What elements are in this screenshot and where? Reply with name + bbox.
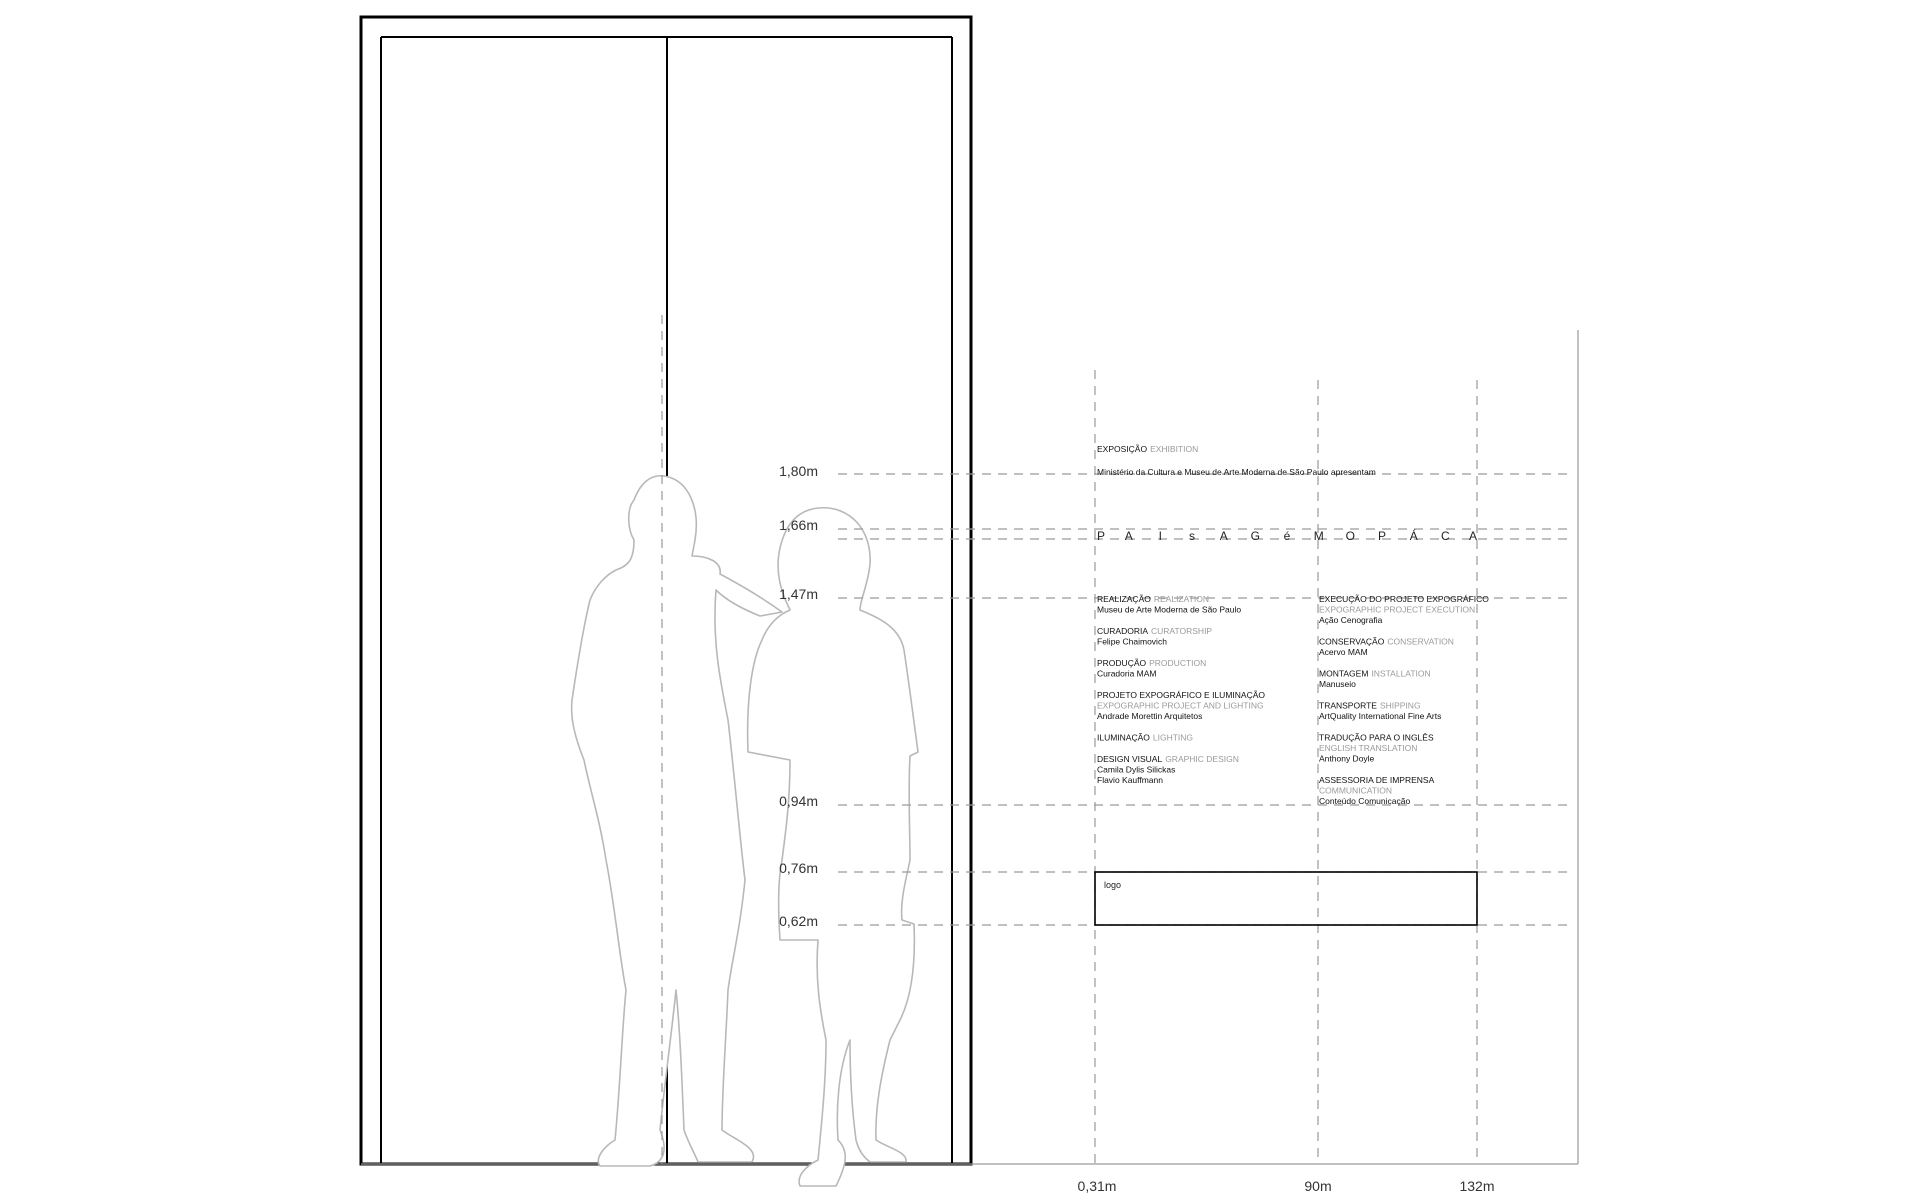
credit-role-pt: PROJETO EXPOGRÁFICO E ILUMINAÇÃO bbox=[1097, 690, 1265, 700]
credit-role-pt: DESIGN VISUAL bbox=[1097, 754, 1162, 764]
logo-label: logo bbox=[1104, 880, 1121, 890]
width-label-90m: 90m bbox=[1304, 1178, 1331, 1194]
credit-role-en: PRODUCTION bbox=[1149, 658, 1206, 668]
credit-role-pt: ASSESSORIA DE IMPRENSA bbox=[1319, 775, 1435, 785]
credits-right-column: EXECUÇÃO DO PROJETO EXPOGRÁFICOEXPOGRAPH… bbox=[1319, 594, 1489, 806]
credit-role-pt: EXECUÇÃO DO PROJETO EXPOGRÁFICO bbox=[1319, 594, 1489, 604]
credit-name: Curadoria MAM bbox=[1097, 669, 1157, 679]
title-letter: Á bbox=[1410, 528, 1418, 543]
height-labels: 1,80m 1,66m 1,47m 0,94m 0,76m 0,62m bbox=[779, 463, 818, 929]
credit-role-pt: PRODUÇÃO bbox=[1097, 658, 1147, 668]
title-letter: A bbox=[1220, 529, 1228, 543]
logo-box bbox=[1094, 871, 1478, 926]
height-label-1-66m: 1,66m bbox=[779, 517, 818, 533]
title-letter: O bbox=[1346, 529, 1355, 543]
height-label-1-80m: 1,80m bbox=[779, 463, 818, 479]
credit-name: Felipe Chaimovich bbox=[1097, 637, 1167, 647]
exhibition-heading-pt: EXPOSIÇÃO bbox=[1097, 444, 1147, 454]
credit-role-pt: CONSERVAÇÃO bbox=[1319, 637, 1385, 647]
credit-name: Conteúdo Comunicação bbox=[1319, 796, 1410, 806]
title-letter: G bbox=[1251, 529, 1260, 543]
title-letter: M bbox=[1314, 529, 1324, 543]
credit-role-en: EXPOGRAPHIC PROJECT EXECUTION bbox=[1319, 605, 1475, 615]
credit-role-pt: ILUMINAÇÃO bbox=[1097, 733, 1150, 743]
credit-name: Ação Cenografia bbox=[1319, 615, 1383, 625]
credit-role: ASSESSORIA DE IMPRENSA bbox=[1319, 775, 1435, 785]
title-letter: A bbox=[1469, 529, 1477, 543]
woman-silhouette bbox=[746, 507, 919, 1187]
vertical-reference-lines bbox=[661, 315, 1478, 1164]
credit-role-en: CURATORSHIP bbox=[1151, 626, 1212, 636]
credit-role-en: SHIPPING bbox=[1380, 701, 1421, 711]
credit-role-pt: MONTAGEM bbox=[1319, 669, 1368, 679]
credit-role-en: LIGHTING bbox=[1153, 733, 1193, 743]
width-label-0-31m: 0,31m bbox=[1078, 1178, 1117, 1194]
credit-role-pt: CURADORIA bbox=[1097, 626, 1148, 636]
credit-role: PROJETO EXPOGRÁFICO E ILUMINAÇÃO bbox=[1097, 690, 1265, 700]
width-labels: 0,31m 90m 132m bbox=[1078, 1178, 1495, 1194]
credit-name: ArtQuality International Fine Arts bbox=[1319, 711, 1441, 721]
credit-name: Camila Dylis Silickas bbox=[1097, 765, 1175, 775]
credit-role-pt: TRADUÇÃO PARA O INGLÊS bbox=[1319, 733, 1434, 743]
credit-role-pt: REALIZAÇÃO bbox=[1097, 594, 1151, 604]
human-silhouettes bbox=[570, 475, 919, 1187]
credit-role-en: CONSERVATION bbox=[1387, 637, 1454, 647]
credit-role-en: COMMUNICATION bbox=[1319, 786, 1392, 796]
credit-role-en: EXPOGRAPHIC PROJECT AND LIGHTING bbox=[1097, 701, 1264, 711]
exhibition-heading-en: EXHIBITION bbox=[1150, 444, 1198, 454]
height-label-1-47m: 1,47m bbox=[779, 586, 818, 602]
credit-role: TRADUÇÃO PARA O INGLÊS bbox=[1319, 733, 1434, 743]
credit-name: Museu de Arte Moderna de São Paulo bbox=[1097, 605, 1241, 615]
title-letter: s bbox=[1189, 529, 1195, 543]
credit-role-en: INSTALLATION bbox=[1371, 669, 1430, 679]
credit-name: Flavio Kauffmann bbox=[1097, 775, 1163, 785]
credit-role-en: REALIZATION bbox=[1154, 594, 1209, 604]
credit-name: Andrade Morettin Arquitetos bbox=[1097, 711, 1202, 721]
title-letter: A bbox=[1125, 529, 1133, 543]
credit-name: Acervo MAM bbox=[1319, 647, 1368, 657]
presenters-line: Ministério da Cultura e Museu de Arte Mo… bbox=[1097, 467, 1376, 477]
credit-role-pt: TRANSPORTE bbox=[1319, 701, 1377, 711]
credit-role-en: ENGLISH TRANSLATION bbox=[1319, 743, 1417, 753]
width-label-132m: 132m bbox=[1459, 1178, 1494, 1194]
title-letter: C bbox=[1441, 529, 1450, 543]
man-silhouette bbox=[570, 475, 783, 1167]
title-letter: P bbox=[1097, 529, 1105, 543]
height-label-0-76m: 0,76m bbox=[779, 860, 818, 876]
credit-name: Anthony Doyle bbox=[1319, 754, 1375, 764]
height-label-0-94m: 0,94m bbox=[779, 793, 818, 809]
credit-role-en: GRAPHIC DESIGN bbox=[1165, 754, 1239, 764]
title-letter: é bbox=[1284, 529, 1291, 543]
title-letter: P bbox=[1378, 529, 1386, 543]
title-letter: I bbox=[1159, 529, 1162, 543]
credit-name: Manuseio bbox=[1319, 679, 1356, 689]
credit-role: EXECUÇÃO DO PROJETO EXPOGRÁFICO bbox=[1319, 594, 1489, 604]
height-label-0-62m: 0,62m bbox=[779, 913, 818, 929]
